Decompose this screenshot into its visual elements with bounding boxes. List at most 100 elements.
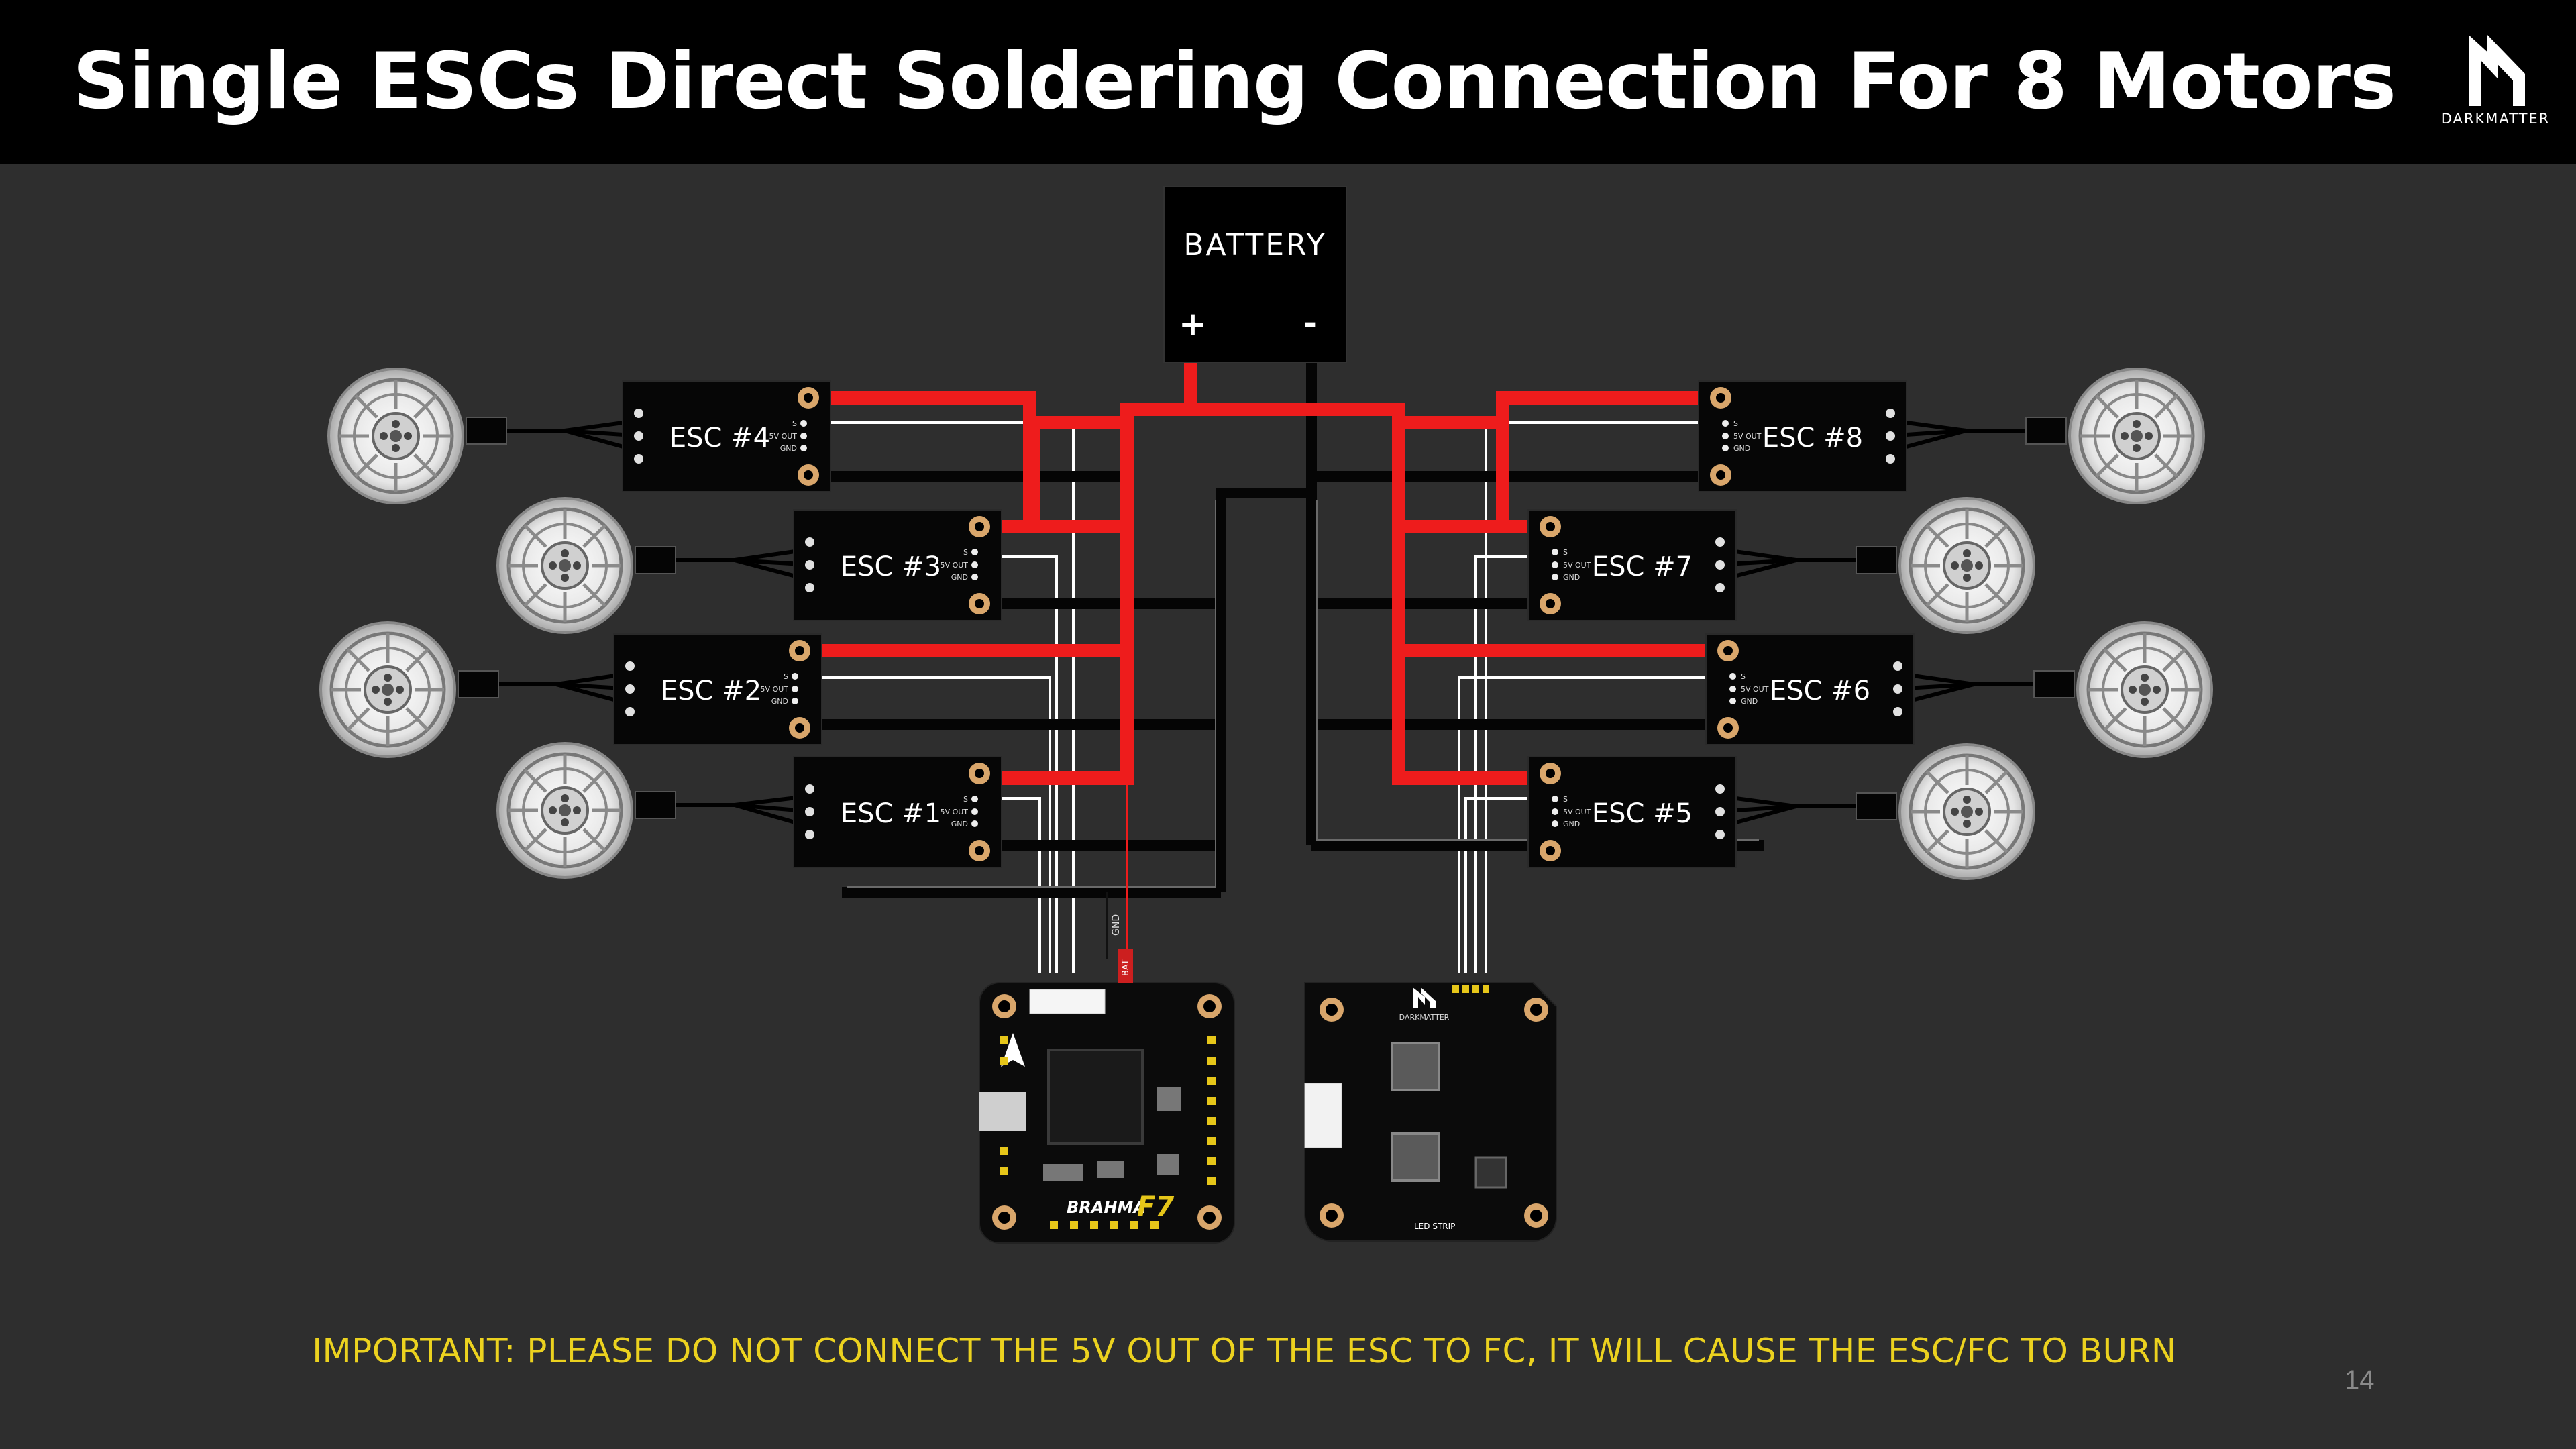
motor-lead: [1886, 429, 2026, 454]
signal-pin: [1722, 445, 1729, 451]
pin-label-five_v_out: 5V OUT: [1563, 561, 1591, 570]
signal-pin: [1552, 796, 1558, 802]
pad-hole: [804, 393, 813, 402]
signal-pin: [971, 808, 978, 815]
motor-pad: [1886, 409, 1895, 418]
motor-pad: [1886, 431, 1895, 441]
motor-lead: [1893, 682, 2034, 707]
pin-label-five_v_out: 5V OUT: [941, 561, 969, 570]
signal-pin: [1722, 433, 1729, 439]
motor-pad: [805, 784, 814, 794]
pad-hole: [1546, 846, 1555, 855]
signal-pin: [1552, 820, 1558, 827]
signal-pin: [1729, 698, 1736, 704]
signal-pin: [1729, 673, 1736, 680]
motor-pad: [634, 409, 643, 418]
motor-icon: [2070, 369, 2204, 503]
power-distribution-board: DARKMATTER LED STRIP: [1304, 982, 1557, 1242]
signal-pin: [1552, 561, 1558, 568]
pin-label-five_v_out: 5V OUT: [941, 808, 969, 816]
fc-power-wire: [1124, 778, 1128, 954]
esc-label: ESC #2: [661, 676, 761, 706]
motor-lead: [676, 803, 814, 830]
motor-4: [329, 369, 643, 503]
signal-pin: [792, 686, 798, 692]
warning-message: IMPORTANT: PLEASE DO NOT CONNECT THE 5V …: [312, 1332, 2177, 1371]
motor-plug: [2025, 417, 2067, 445]
motor-pad: [634, 431, 643, 441]
signal-pin: [1552, 808, 1558, 815]
motor-plug: [635, 546, 676, 574]
positive-wires: [802, 329, 1724, 785]
motor-lead: [1715, 558, 1856, 583]
motor-3: [498, 498, 814, 633]
pin-label-five_v_out: 5V OUT: [1733, 432, 1762, 441]
motor-pad: [805, 583, 814, 592]
pad-hole: [1546, 522, 1555, 531]
brand-name: DARKMATTER: [2440, 111, 2551, 127]
motor-icon: [498, 743, 632, 877]
motor-pad: [634, 454, 643, 464]
motor-pad: [1715, 583, 1725, 592]
esc-label: ESC #8: [1762, 423, 1863, 453]
fc-battery-label: BAT: [1121, 959, 1131, 976]
page-title: Single ESCs Direct Soldering Connection …: [0, 35, 2576, 129]
battery: BATTERY + -: [1163, 186, 1347, 363]
pin-label-ground: GND: [1563, 573, 1580, 582]
motor-lead: [498, 682, 635, 707]
pad-hole: [804, 470, 813, 480]
motor-2: [321, 623, 635, 757]
motor-pad: [805, 537, 814, 547]
pin-label-ground: GND: [951, 573, 968, 582]
esc-board-2: S 5V OUT GND ESC #2: [613, 633, 822, 745]
motor-pad: [625, 707, 635, 716]
pad-hole: [795, 646, 804, 655]
signal-pin: [971, 796, 978, 802]
signal-pin: [1552, 549, 1558, 555]
pin-label-signal: S: [784, 672, 788, 681]
pad-hole: [975, 846, 984, 855]
pad-hole: [1546, 599, 1555, 608]
signal-pin: [1722, 420, 1729, 427]
signal-pin: [971, 820, 978, 827]
pin-label-ground: GND: [771, 697, 788, 706]
pin-label-ground: GND: [1733, 444, 1750, 453]
esc-label: ESC #7: [1592, 551, 1693, 582]
pad-hole: [975, 522, 984, 531]
pin-label-five_v_out: 5V OUT: [1563, 808, 1591, 816]
pin-label-five_v_out: 5V OUT: [761, 685, 789, 694]
signal-pin: [971, 574, 978, 580]
signal-pin: [792, 698, 798, 704]
pin-label-signal: S: [963, 795, 968, 804]
signal-pin: [971, 561, 978, 568]
motor-1: [498, 743, 814, 877]
warning-text: IMPORTANT: PLEASE DO NOT CONNECT THE 5V …: [0, 1332, 2576, 1371]
pin-label-signal: S: [1563, 548, 1568, 557]
motor-pad: [1715, 560, 1725, 570]
motor-pad: [1886, 454, 1895, 464]
fc-ground-label: GND: [1111, 914, 1122, 936]
motor-pad: [1893, 684, 1902, 694]
motor-pad: [1893, 707, 1902, 716]
signal-pin: [800, 445, 807, 451]
darkmatter-logo-icon: [2469, 35, 2525, 106]
motor-5: [1715, 745, 2034, 879]
pin-label-signal: S: [792, 419, 797, 428]
motor-icon: [329, 369, 463, 503]
motor-lead: [506, 429, 643, 454]
esc-label: ESC #3: [841, 551, 941, 582]
motor-lead: [676, 558, 814, 583]
esc-label: ESC #6: [1770, 676, 1870, 706]
esc-board-7: S 5V OUT GND ESC #7: [1527, 509, 1737, 621]
battery-label: BATTERY: [1183, 228, 1326, 262]
motor-icon: [2078, 623, 2212, 757]
battery-plus-label: +: [1179, 305, 1207, 343]
esc-label: ESC #5: [1592, 798, 1693, 829]
signal-pin: [800, 420, 807, 427]
